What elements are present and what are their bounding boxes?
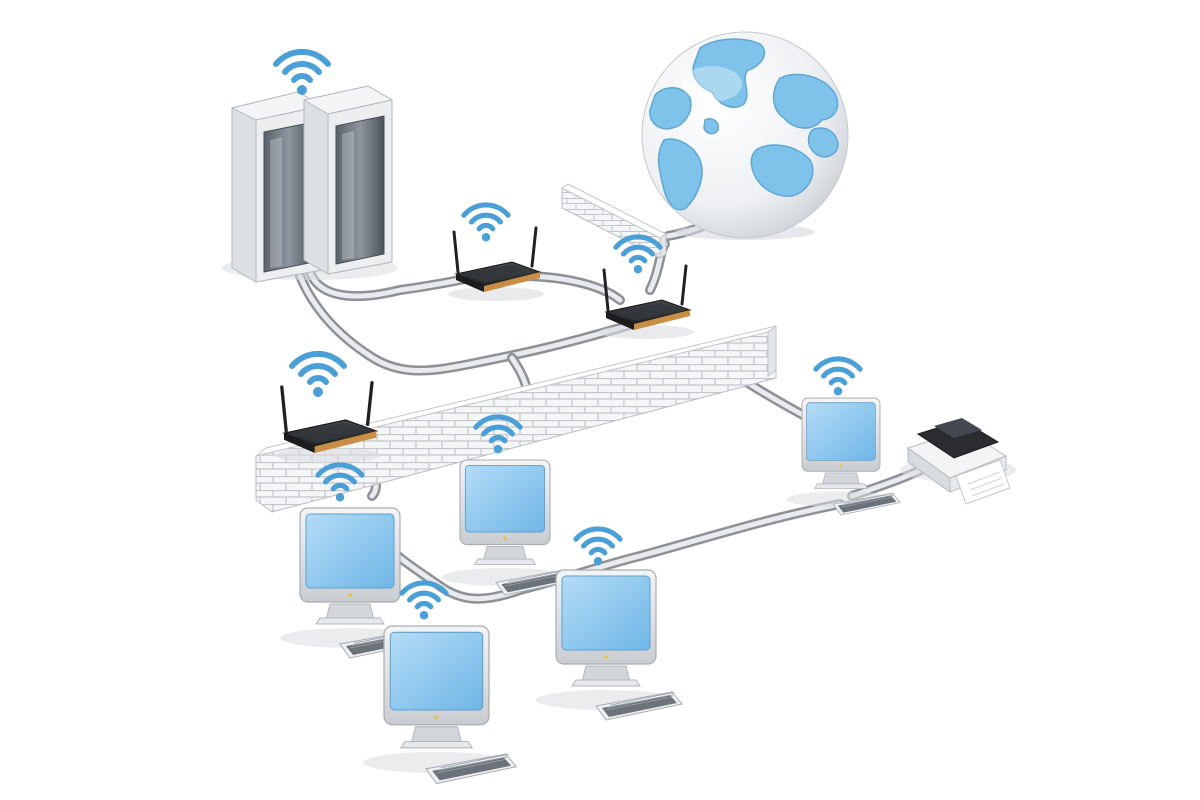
- printer: [900, 418, 1016, 505]
- workstations: [280, 356, 901, 785]
- router-center: [448, 202, 544, 301]
- router-icon: [448, 226, 544, 301]
- router-icon: [275, 380, 381, 463]
- wifi-signal-icon: [461, 202, 511, 242]
- wifi-signal-icon: [399, 580, 449, 620]
- wifi-signal-icon: [573, 526, 623, 566]
- server-rack: [222, 48, 398, 283]
- workstation-5: [786, 356, 901, 516]
- monitor-icon: [786, 397, 901, 516]
- router-left: [275, 350, 381, 463]
- monitor-icon: [536, 569, 683, 721]
- server-icon: [230, 85, 394, 283]
- keyboard: [425, 753, 518, 785]
- wifi-signal-icon: [289, 350, 347, 397]
- cable-5: [295, 271, 645, 376]
- keyboard: [595, 691, 683, 721]
- wifi-signal-icon: [613, 234, 663, 274]
- monitor-icon: [442, 459, 575, 596]
- router-icon: [598, 264, 694, 339]
- workstation-4: [536, 526, 683, 721]
- monitor-icon: [363, 625, 518, 785]
- cable-6: [507, 353, 531, 391]
- wifi-signal-icon: [273, 48, 331, 95]
- wifi-signal-icon: [473, 414, 523, 454]
- globe-icon: [641, 31, 849, 240]
- wifi-signal-icon: [315, 462, 365, 502]
- wifi-signal-icon: [273, 48, 331, 95]
- continent-shapes: [649, 38, 839, 211]
- workstation-3: [363, 580, 518, 785]
- router-right: [598, 234, 694, 339]
- cable-1: [305, 267, 475, 302]
- keyboard: [832, 492, 901, 516]
- workstation-2: [442, 414, 575, 596]
- firewall-small: [561, 183, 667, 259]
- wifi-signal-icon: [813, 356, 863, 396]
- printer-icon: [906, 418, 1011, 505]
